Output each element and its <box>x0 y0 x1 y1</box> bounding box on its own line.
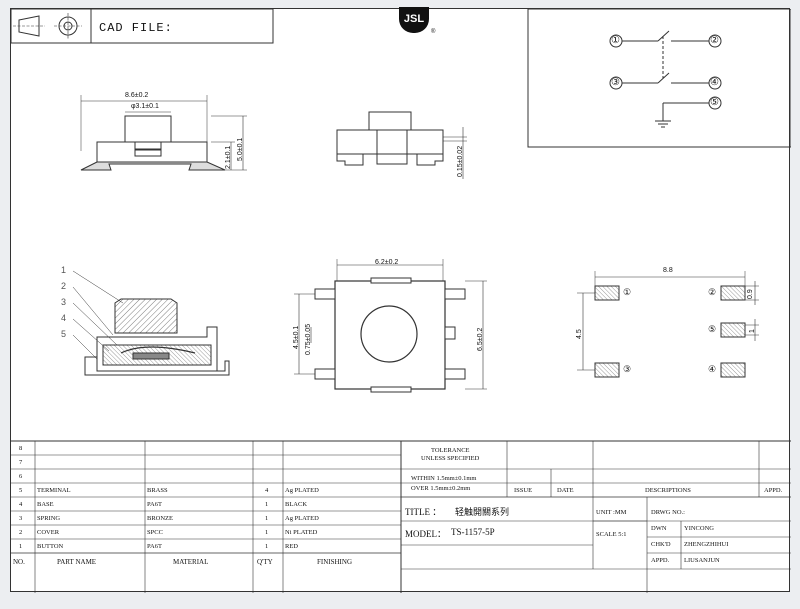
tolerance-line-1: TOLERANCE <box>431 447 470 454</box>
bom-row-material: PA6T <box>147 501 162 508</box>
dim-button-diameter: φ3.1±0.1 <box>131 103 159 110</box>
pad-label-3: ③ <box>623 364 632 374</box>
bom-row-qty: 1 <box>265 529 269 536</box>
unit-label: UNIT :MM <box>596 509 627 516</box>
pin-4-label: ④ <box>710 77 719 88</box>
bom-row-no: 7 <box>19 459 23 466</box>
bom-row-material: PA6T <box>147 543 162 550</box>
chkd-value: ZHENGZHIHUI <box>684 541 729 548</box>
bom-row-no: 4 <box>19 501 23 508</box>
dim-plan-height-2: 0.75±0.05 <box>305 323 312 355</box>
pin-3-label: ③ <box>611 77 620 88</box>
bom-row-qty: 1 <box>265 515 269 522</box>
dwn-label: DWN <box>651 525 667 532</box>
bom-row-qty: 1 <box>265 501 269 508</box>
date-header: DATE <box>557 487 574 494</box>
bom-header-part: PART NAME <box>57 558 97 566</box>
bom-row-no: 2 <box>19 529 23 536</box>
drawing-lines <box>11 9 791 593</box>
dim-side-height-2: 5.0±0.1 <box>237 137 244 161</box>
dim-pad-pitch: 4.5 <box>576 329 583 339</box>
bom-row-part: COVER <box>37 529 60 536</box>
scale-label: SCALE 5:1 <box>596 531 627 538</box>
section-num-4: 4 <box>61 313 67 323</box>
chkd-label: CHK'D <box>651 541 671 548</box>
drawing-number-label: DRWG NO.: <box>651 509 685 516</box>
model-value: TS-1157-5P <box>451 527 495 537</box>
bom-row-finishing: Ni PLATED <box>285 529 318 536</box>
bom-row-part: SPRING <box>37 515 61 522</box>
bom-row-part: BUTTON <box>37 543 64 550</box>
pin-2-label: ② <box>710 35 719 46</box>
issue-header: ISSUE <box>514 487 533 494</box>
bom-header-no: NO. <box>13 558 25 566</box>
section-num-5: 5 <box>61 329 67 339</box>
bom-row-material: SPCC <box>147 529 163 536</box>
dim-pad-width: 8.8 <box>663 267 673 274</box>
pad-label-2: ② <box>708 287 717 297</box>
bom-header-qty: Q'TY <box>257 558 273 566</box>
bom-row-no: 8 <box>19 445 23 452</box>
title-value: 轻触開關系列 <box>455 508 510 518</box>
dim-side-height-1: 2.1±0.1 <box>225 145 232 169</box>
pad-label-4: ④ <box>708 364 717 374</box>
dim-plan-width: 6.2±0.2 <box>375 259 399 266</box>
model-label: MODEL： <box>405 529 446 539</box>
title-label: TITLE ： <box>405 507 442 517</box>
tolerance-within: WITHIN 1.5mm±0.1mm <box>411 475 477 482</box>
drawing-sheet: CAD FILE: JSL ® ① ② ③ ④ ⑤ 8.6±0.2 φ3.1±0… <box>10 7 791 593</box>
appd-header: APPD. <box>764 487 783 494</box>
pad-label-5: ⑤ <box>708 324 717 334</box>
cad-file-label: CAD FILE: <box>99 21 173 35</box>
tolerance-line-2: UNLESS SPECIFIED <box>421 455 480 462</box>
pin-1-label: ① <box>611 35 620 46</box>
section-num-1: 1 <box>61 265 67 275</box>
appd-label: APPD. <box>651 557 670 564</box>
bom-row-finishing: Ag PLATED <box>285 515 319 522</box>
dim-pad-height: 0.9 <box>747 289 754 299</box>
dim-plan-height-1: 4.5±0.1 <box>293 325 300 349</box>
tolerance-over: OVER 1.5mm±0.2mm <box>411 485 471 492</box>
bom-row-no: 6 <box>19 473 23 480</box>
bom-row-no: 1 <box>19 543 23 550</box>
pad-label-1: ① <box>623 287 632 297</box>
company-logo: JSL <box>399 7 429 33</box>
descriptions-header: DESCRIPTIONS <box>645 487 691 494</box>
bom-row-finishing: RED <box>285 543 298 550</box>
bom-row-finishing: Ag PLATED <box>285 487 319 494</box>
section-num-2: 2 <box>61 281 67 291</box>
bom-row-part: BASE <box>37 501 54 508</box>
dim-side-thickness: 0.15±0.02 <box>457 145 464 177</box>
dim-plan-height-3: 6.5±0.2 <box>477 327 484 351</box>
bom-row-qty: 1 <box>265 543 269 550</box>
section-num-3: 3 <box>61 297 67 307</box>
pin-5-label: ⑤ <box>710 97 719 108</box>
logo-text: JSL <box>403 13 425 25</box>
bom-row-no: 3 <box>19 515 23 522</box>
logo-registered-mark: ® <box>431 29 436 35</box>
dwn-value: YINCONG <box>684 525 714 532</box>
bom-header-material: MATERIAL <box>173 558 209 566</box>
bom-row-material: BRONZE <box>147 515 173 522</box>
bom-row-no: 5 <box>19 487 23 494</box>
bom-row-finishing: BLACK <box>285 501 308 508</box>
dim-top-width: 8.6±0.2 <box>125 92 149 99</box>
bom-header-finishing: FINISHING <box>317 558 352 566</box>
bom-row-part: TERMINAL <box>37 487 71 494</box>
bom-row-material: BRASS <box>147 487 168 494</box>
bom-row-qty: 4 <box>265 487 269 494</box>
dim-pad-gap: 1 <box>749 329 756 333</box>
appd-value: LIUSANJUN <box>684 557 720 564</box>
